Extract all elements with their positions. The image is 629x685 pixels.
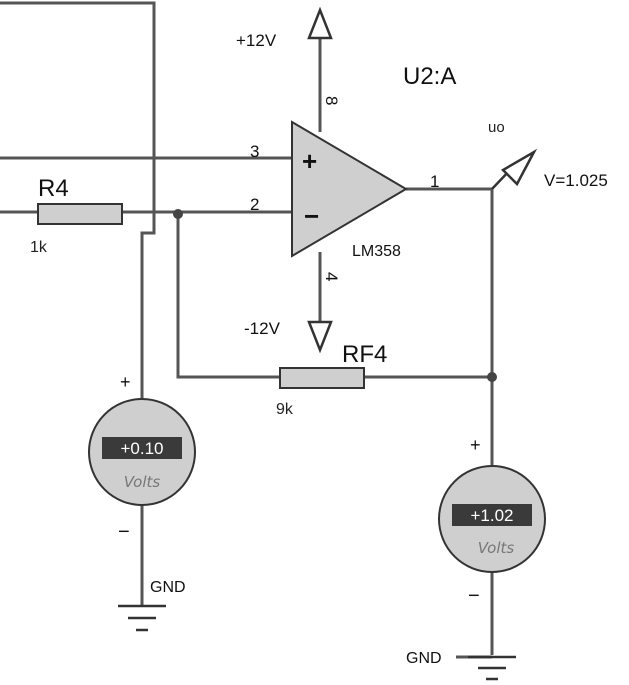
- resistor-rf4-ref: RF4: [342, 341, 387, 368]
- voltmeter-input-unit: Volts: [124, 473, 161, 491]
- resistor-rf4-body: [279, 367, 365, 389]
- ground-left[interactable]: GND: [118, 579, 186, 632]
- opamp-ref-label: U2:A: [403, 63, 456, 90]
- pin-label-4: 4: [322, 272, 341, 281]
- voltage-probe-uo[interactable]: uo V=1.025: [488, 119, 608, 190]
- pin-label-2: 2: [250, 195, 259, 214]
- resistor-rf4[interactable]: RF4 9k: [276, 341, 387, 418]
- junction-dot-output: [487, 372, 497, 382]
- voltmeter-output-display: [452, 504, 532, 526]
- arrow-down-icon: [307, 320, 333, 354]
- voltmeter-input-display: [102, 437, 182, 459]
- voltmeter-output-plus: +: [470, 435, 481, 455]
- ground-right-label: GND: [406, 650, 442, 667]
- resistor-r4[interactable]: R4 1k: [30, 175, 123, 256]
- supply-positive-terminal[interactable]: +12V: [236, 6, 333, 50]
- junction-dot-inverting: [173, 209, 183, 219]
- opamp-plus-sign: +: [302, 146, 317, 176]
- pin-label-1: 1: [430, 172, 439, 191]
- wire-top-left: [0, 1, 156, 398]
- arrow-up-icon: [307, 6, 333, 40]
- probe-reading: V=1.025: [544, 171, 608, 190]
- wire-output: [406, 187, 494, 465]
- voltmeter-output-minus: −: [468, 585, 480, 607]
- ground-right[interactable]: GND: [406, 650, 516, 681]
- resistor-r4-ref: R4: [38, 175, 69, 202]
- probe-arrow-icon: [500, 148, 538, 187]
- voltmeter-output-reading: +1.02: [470, 506, 513, 525]
- voltmeter-input[interactable]: +0.10 Volts + −: [88, 372, 196, 543]
- pin-label-3: 3: [250, 142, 259, 161]
- voltmeter-input-reading: +0.10: [120, 439, 163, 458]
- supply-negative-label: -12V: [244, 319, 281, 338]
- pin-label-8: 8: [322, 96, 341, 105]
- probe-name: uo: [488, 119, 505, 136]
- opamp-u2a[interactable]: + − 3 2 1 8 4 U2:A LM358: [250, 63, 456, 281]
- wire-feedback-left: [176, 214, 280, 379]
- supply-negative-terminal[interactable]: -12V: [244, 319, 333, 354]
- resistor-rf4-value: 9k: [276, 401, 294, 418]
- resistor-r4-value: 1k: [30, 239, 48, 256]
- voltmeter-input-plus: +: [120, 372, 131, 392]
- opamp-part-label: LM358: [352, 243, 401, 260]
- voltmeter-input-minus: −: [118, 521, 130, 543]
- opamp-triangle: [291, 120, 408, 258]
- supply-positive-label: +12V: [236, 31, 277, 50]
- resistor-r4-body: [37, 203, 123, 225]
- opamp-minus-sign: −: [304, 201, 319, 231]
- voltmeter-output-unit: Volts: [478, 539, 515, 557]
- voltmeter-output[interactable]: +1.02 Volts + −: [438, 435, 546, 607]
- ground-left-label: GND: [150, 579, 186, 596]
